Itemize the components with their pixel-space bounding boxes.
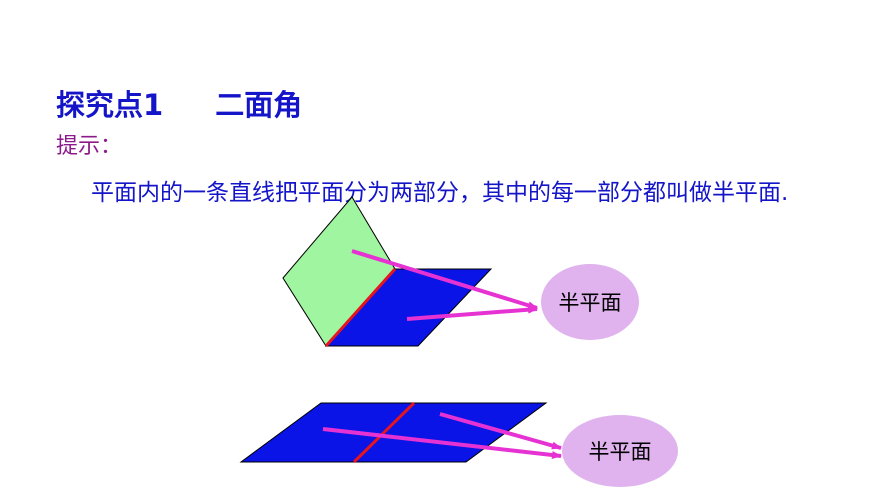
- common-edge-line: [324, 267, 397, 348]
- callout-label-upper: 半平面: [559, 291, 622, 315]
- hint-label: 提示：: [56, 134, 123, 159]
- section-topic: 二面角: [215, 88, 303, 122]
- dihedral-figure: 半平面: [282, 196, 639, 348]
- dividing-line: [352, 401, 416, 464]
- slide-title: 探究点1 二面角: [56, 82, 302, 124]
- arrow-to-callout-lower-1: [322, 427, 562, 459]
- definition-text: 平面内的一条直线把平面分为两部分，其中的每一部分都叫做半平面.: [91, 180, 789, 206]
- split-plane-figure: 半平面: [239, 401, 678, 487]
- arrow-to-callout-lower-2: [439, 412, 562, 450]
- arrow-to-callout-upper-1: [351, 249, 538, 310]
- arrow-to-callout-upper-2: [406, 305, 538, 321]
- half-plane-callout-upper: 半平面: [541, 264, 639, 340]
- half-plane-callout-lower: 半平面: [562, 415, 678, 487]
- callout-label-lower: 半平面: [589, 440, 652, 464]
- section-number: 探究点1: [56, 88, 164, 122]
